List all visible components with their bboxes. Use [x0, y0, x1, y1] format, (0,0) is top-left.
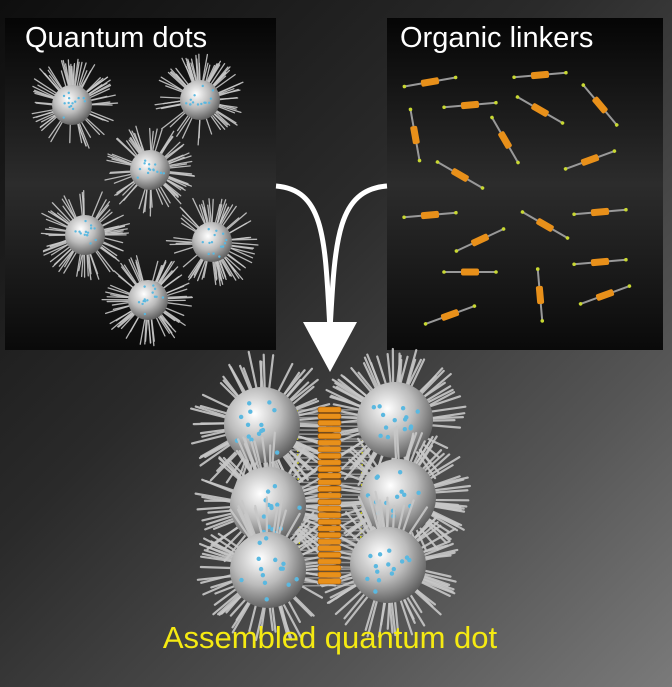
- stacked-linker: [317, 479, 342, 486]
- organic-linker: [515, 95, 565, 125]
- quantum-dot: [31, 58, 119, 149]
- organic-linker: [402, 210, 458, 220]
- organic-linker: [520, 210, 570, 240]
- stacked-linker: [317, 558, 342, 565]
- stacked-linker: [317, 545, 342, 552]
- assembled-quantum-dot-label: Assembled quantum dot: [162, 620, 498, 655]
- stacked-linker: [317, 452, 342, 459]
- stacked-linker: [317, 485, 342, 492]
- quantum-dot: [101, 255, 193, 347]
- organic-linker: [572, 257, 628, 267]
- stacked-linker: [317, 433, 342, 440]
- stacked-linker: [317, 459, 342, 466]
- organic-linker: [442, 100, 498, 110]
- organic-linker: [512, 70, 568, 80]
- assembled-dot: [316, 490, 459, 638]
- organic-linker: [435, 160, 485, 190]
- stacked-linker: [317, 426, 342, 433]
- organic-linkers-panel: [387, 18, 663, 350]
- stacked-linker: [317, 532, 342, 539]
- quantum-dot: [40, 189, 130, 281]
- organic-linker: [423, 304, 477, 326]
- stacked-linker: [317, 551, 342, 558]
- organic-linker: [572, 207, 628, 217]
- arrowhead-icon: [303, 322, 357, 372]
- organic-linker: [581, 83, 619, 127]
- stacked-linker: [317, 499, 342, 506]
- organic-linker: [454, 227, 506, 253]
- stacked-linker: [317, 518, 342, 525]
- organic-linkers-label: Organic linkers: [400, 22, 594, 54]
- organic-linker: [535, 267, 545, 323]
- stacked-linker: [317, 538, 342, 545]
- stacked-linker: [317, 472, 342, 479]
- stacked-linker: [317, 505, 342, 512]
- stacked-linker: [317, 565, 342, 572]
- assembled-quantum-dot: [190, 347, 471, 642]
- stacked-linker: [317, 578, 342, 585]
- stacked-linker: [317, 492, 342, 499]
- stacked-linker: [317, 446, 342, 453]
- assembled-dot: [196, 496, 343, 642]
- organic-linker: [490, 115, 520, 165]
- stacked-linker: [317, 571, 342, 578]
- stacked-linker: [317, 466, 342, 473]
- stacked-linker: [317, 439, 342, 446]
- stacked-linker: [317, 525, 342, 532]
- quantum-dot: [165, 197, 259, 287]
- quantum-dot: [104, 125, 195, 217]
- organic-linker: [442, 268, 498, 276]
- organic-linker: [578, 284, 632, 306]
- organic-linker: [408, 107, 422, 163]
- stacked-linker: [317, 512, 342, 519]
- organic-linker: [402, 75, 458, 89]
- stacked-linker: [317, 419, 342, 426]
- quantum-dot: [154, 53, 244, 146]
- stacked-linker: [317, 406, 342, 413]
- organic-linker: [563, 149, 617, 171]
- merge-arrow: [275, 183, 388, 372]
- quantum-dots-label: Quantum dots: [25, 22, 208, 54]
- stacked-linker: [317, 413, 342, 420]
